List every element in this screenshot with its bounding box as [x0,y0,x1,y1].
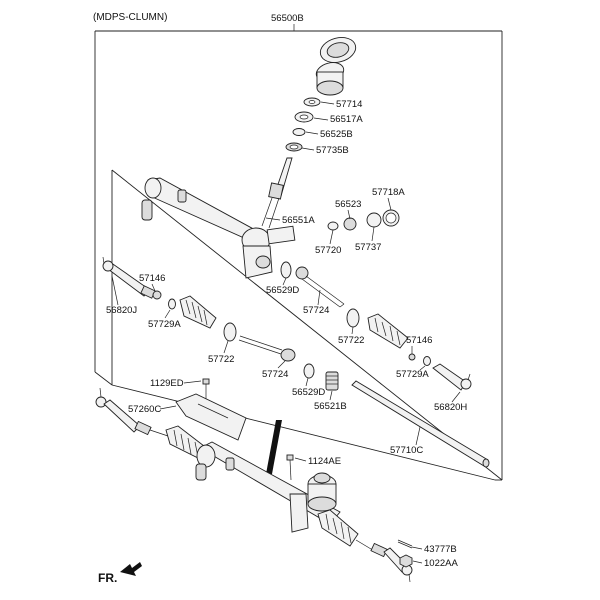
bearing-57735B [285,142,303,152]
cotter-pin-43777B [397,539,413,549]
label-56517A: 56517A [330,114,363,125]
gear-housing-lower [195,441,341,533]
dust-cover-part [315,37,357,96]
label-57724-lower: 57724 [262,369,288,380]
label-57710C: 57710C [390,445,423,456]
label-56525B: 56525B [320,129,353,140]
label-57714: 57714 [336,99,362,110]
label-57724-upper: 57724 [303,305,329,316]
diagram-header: (MDPS-CLUMN) [93,12,167,23]
seal-56517A [294,111,314,123]
clip-57729A-upper [168,298,176,310]
nut-1022AA [399,554,413,568]
pinion-shaft [261,157,293,229]
label-57722-right: 57722 [338,335,364,346]
boot-right-upper [367,313,409,349]
label-57146-upper: 57146 [139,273,165,284]
tie-rod-end-left-upper [102,256,156,299]
label-56529D-lower: 56529D [292,387,325,398]
label-1022AA: 1022AA [424,558,458,569]
rack-bar-57710C [351,380,490,468]
nut-57146-right [408,353,416,361]
clip-57729A-right [423,356,431,366]
boot-right-lower [317,509,377,553]
washer-57714 [303,97,321,107]
label-57729A-upper: 57729A [148,319,181,330]
label-57260C: 57260C [128,404,161,415]
inner-tie-rod-upper [295,266,345,308]
front-arrow-icon [120,562,142,576]
label-56523: 56523 [335,199,361,210]
ring-56529D-lower [303,363,315,379]
label-56521B: 56521B [314,401,347,412]
label-1124AE: 1124AE [308,456,341,467]
inner-tie-rod-lower [238,335,296,362]
label-43777B: 43777B [424,544,457,555]
pinion-gear-56521B [325,371,339,391]
label-57718A: 57718A [372,187,405,198]
label-1129ED: 1129ED [150,378,184,389]
bolt-1124AE [286,454,294,481]
front-direction-label: FR. [98,571,117,585]
yoke-parts [327,209,400,231]
separator-wedge [266,420,282,474]
ring-56525B [292,128,306,136]
tie-rod-end-right-upper [432,363,472,391]
label-57735B: 57735B [316,145,349,156]
label-57720: 57720 [315,245,341,256]
ring-57722-left [223,322,237,342]
label-57729A-right: 57729A [396,369,429,380]
label-56820H: 56820H [434,402,467,413]
heat-shield-57260C [175,393,247,441]
label-56500B: 56500B [271,13,304,24]
nut-57146-upper [152,290,162,300]
label-57737: 57737 [355,242,381,253]
boot-left-upper [179,295,217,329]
tie-rod-end-left-lower [95,387,169,437]
label-56820J: 56820J [106,305,137,316]
label-57146-right: 57146 [406,335,432,346]
gear-housing-upper [141,177,296,279]
label-56551A: 56551A [282,215,315,226]
ring-57722-right [346,308,360,328]
label-56529D-upper: 56529D [266,285,299,296]
label-57722-left: 57722 [208,354,234,365]
ring-56529D-upper [280,261,292,279]
